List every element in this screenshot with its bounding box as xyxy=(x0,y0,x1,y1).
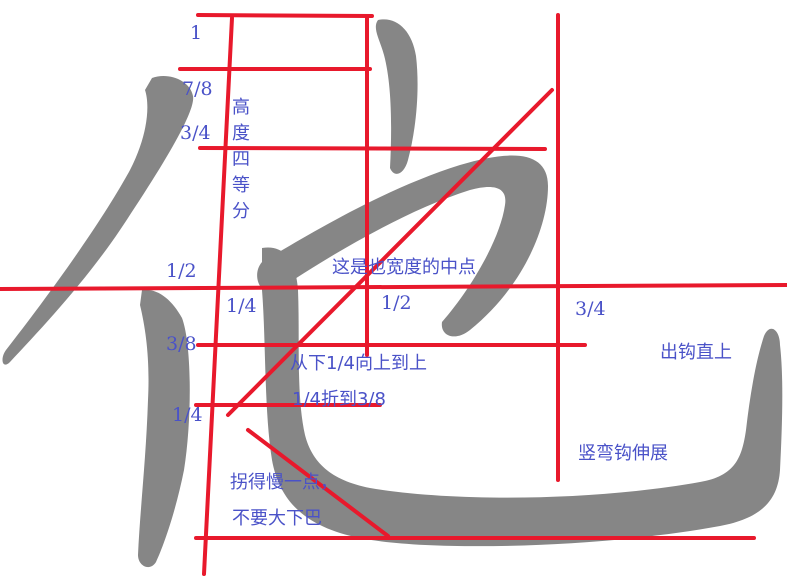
height-label-7-8: 7/8 xyxy=(182,78,213,100)
height-label-3-4: 3/4 xyxy=(180,122,211,144)
guide-3-4-line xyxy=(198,146,547,151)
width-label-1-4: 1/4 xyxy=(226,295,257,317)
guide-left-vertical xyxy=(202,16,234,576)
note-no-big-chin: 不要大下巴 xyxy=(232,508,322,529)
stroke-ye-vertical-bend-hook xyxy=(262,247,783,547)
character-strokes xyxy=(2,19,783,568)
height-label-1: 1 xyxy=(190,22,203,44)
height-label-1-4: 1/4 xyxy=(172,404,203,426)
note-fold-to: 1/4折到3/8 xyxy=(292,389,386,410)
note-hook-up: 出钩直上 xyxy=(660,342,732,363)
guide-lower-diagonal xyxy=(246,428,390,538)
note-bottom-up: 从下1/4向上到上 xyxy=(290,353,427,374)
height-label-1-2: 1/2 xyxy=(166,260,197,282)
stroke-ye-top-vertical xyxy=(375,19,418,174)
note-vertical-bend: 竖弯钩伸展 xyxy=(578,443,668,464)
guide-diagonal xyxy=(226,88,554,417)
width-label-3-4: 3/4 xyxy=(575,298,606,320)
note-height-quarters: 高度四等分 xyxy=(232,97,250,222)
guide-top-line xyxy=(196,13,374,18)
stroke-ye-fold xyxy=(257,155,548,337)
note-center-point: 这是也宽度的中点 xyxy=(332,257,476,278)
height-label-3-8: 3/8 xyxy=(166,333,197,355)
guide-lines xyxy=(0,13,787,576)
stroke-left-fall xyxy=(2,76,194,365)
note-turn-slow: 拐得慢一点， xyxy=(230,472,338,493)
width-label-1-2: 1/2 xyxy=(381,292,412,314)
guide-midline xyxy=(0,283,787,291)
stroke-person-vertical xyxy=(138,289,190,568)
